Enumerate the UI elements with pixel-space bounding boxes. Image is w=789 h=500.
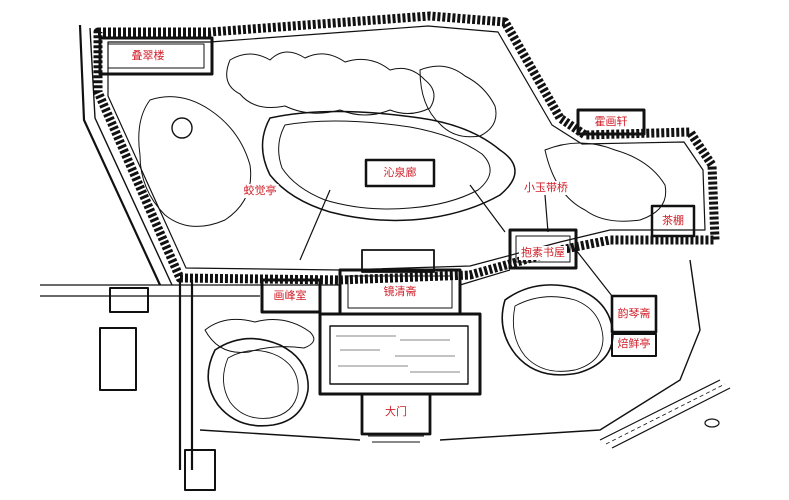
baosu-shuwu-inner <box>515 235 571 263</box>
south-boundary <box>199 259 701 441</box>
label-qinquan-lang: 沁泉廊 <box>381 166 419 180</box>
jingcui-lou-inner <box>107 43 205 69</box>
front-pool-water <box>329 325 469 385</box>
outer-wall <box>93 11 720 285</box>
label-yunqin-zhai: 韵琴斋 <box>615 307 653 321</box>
label-xiayu-qiao: 小玉带桥 <box>522 181 570 195</box>
west-pond-rockery <box>204 318 315 354</box>
east-road-hatch <box>605 383 726 445</box>
rockery-north-2 <box>419 65 497 138</box>
pool-water-texture <box>336 335 460 373</box>
west-pond-inner <box>223 350 299 419</box>
west-hill <box>138 96 252 227</box>
central-lake <box>261 110 516 222</box>
inner-corridors <box>260 184 613 297</box>
west-pond <box>207 337 309 427</box>
east-pond-inner <box>512 296 604 372</box>
cha-peng-building <box>650 204 696 238</box>
label-jingcui-lou: 叠翠楼 <box>129 49 167 63</box>
jingqing-zhai-roof <box>361 249 435 273</box>
zhaixian-shi-building <box>611 333 657 357</box>
label-da-men: 大门 <box>383 405 409 419</box>
boat-mark <box>704 418 720 428</box>
gate-steps <box>368 435 424 443</box>
west-outbuilding-2 <box>99 327 137 391</box>
label-jingqing-zhai: 镜清斋 <box>381 285 419 299</box>
east-rockery <box>544 142 667 222</box>
south-wall <box>178 280 194 470</box>
label-baosu-shuwu: 抱素书屋 <box>519 246 567 260</box>
label-zhaixian-shi: 焙鲜亭 <box>615 337 653 351</box>
qinquan-lang-building <box>364 158 436 188</box>
central-lake-inner <box>278 120 491 210</box>
west-diagonal-wall-2 <box>89 27 173 286</box>
southwest-outbuilding <box>184 449 216 491</box>
taohua-pavilion-mark <box>171 117 193 139</box>
west-outbuilding-1 <box>109 287 149 313</box>
yunqin-zhai-building <box>610 294 658 334</box>
east-pond <box>501 284 614 376</box>
huafang-shi-building <box>260 278 322 314</box>
label-huafang-shi: 画峰室 <box>271 289 309 303</box>
jingcui-lou-building <box>98 36 214 76</box>
rockery-north <box>226 51 435 116</box>
baosu-shuwu-building <box>508 228 578 270</box>
zhuohua-xuan-building <box>576 108 646 136</box>
da-men-building <box>360 392 432 436</box>
outer-wall-inner-line <box>107 25 706 271</box>
jingqing-zhai-inner <box>347 275 453 309</box>
west-street <box>40 284 260 297</box>
east-road <box>599 379 731 449</box>
west-diagonal-wall <box>78 24 161 286</box>
label-cha-peng: 茶棚 <box>660 214 686 228</box>
label-zhuohua-xuan: 霍画轩 <box>592 115 630 129</box>
label-taohua-ting: 蛟觉亭 <box>241 184 279 198</box>
